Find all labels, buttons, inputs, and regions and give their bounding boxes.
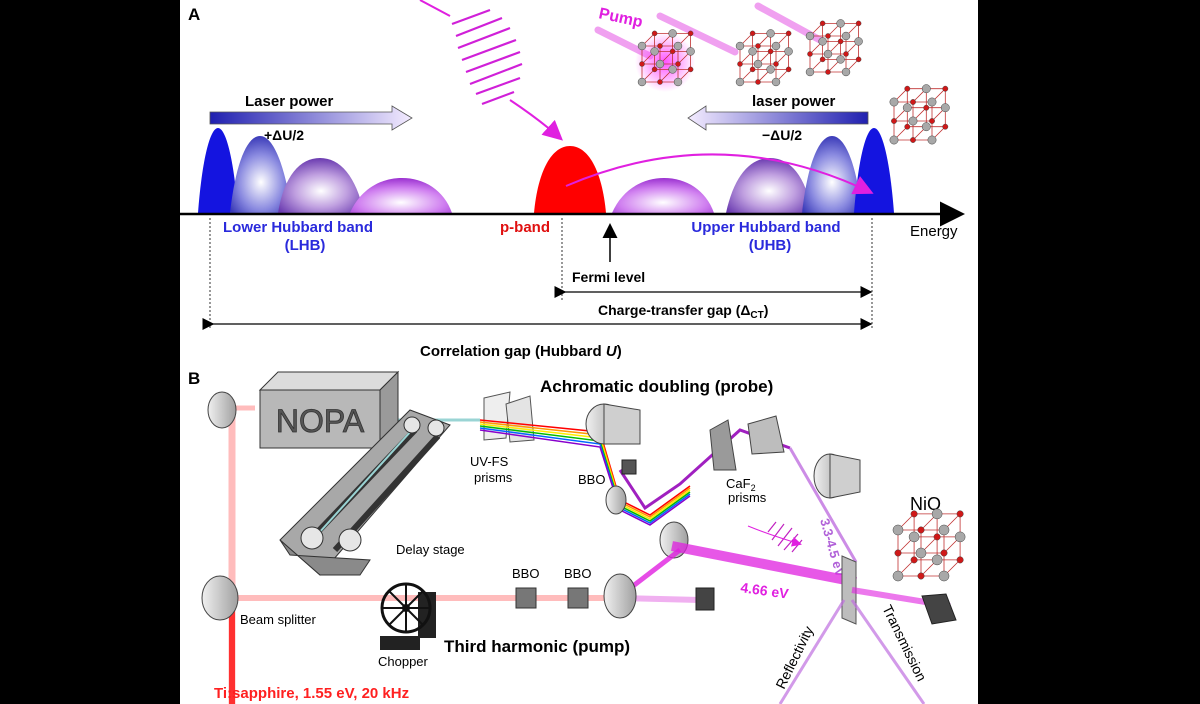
nio-crystal-icon	[735, 29, 793, 87]
chopper-label: Chopper	[378, 654, 429, 669]
pump-mirror	[603, 573, 637, 619]
laser-power-left-arrow	[209, 105, 413, 131]
beam-dump-pump	[695, 587, 715, 611]
probe-direction-arrow	[747, 525, 802, 547]
laser-power-left-label: Laser power	[245, 93, 334, 110]
nio-crystal-icon	[889, 84, 950, 145]
probe-title: Achromatic doubling (probe)	[540, 377, 773, 396]
chopper-icon	[380, 582, 436, 650]
pump-arrow	[509, 99, 563, 141]
lower-hubbard-band-lobes	[198, 128, 452, 213]
pump-label: Pump	[597, 5, 644, 31]
uv-fs-label-2: prisms	[474, 470, 513, 485]
nio-label: NiO	[910, 494, 941, 514]
delta-u-left: +ΔU/2	[264, 127, 304, 143]
fermi-level-label: Fermi level	[572, 269, 645, 285]
ct-gap-label: Charge-transfer gap (ΔCT)	[598, 302, 768, 321]
probe-beam	[788, 447, 858, 563]
bbo-crystal-1	[515, 587, 537, 609]
caf2-label: CaF2	[726, 476, 756, 493]
beam-dump	[921, 593, 957, 625]
mirror-input	[207, 391, 237, 429]
energy-axis-label: Energy	[910, 223, 958, 240]
reflected-beam	[778, 599, 846, 704]
bbo-2-label: BBO	[564, 566, 591, 581]
pump-beam-in	[419, 0, 451, 17]
nio-crystal-icon	[892, 508, 966, 582]
panel-b-letter: B	[188, 369, 200, 388]
bbo-1-label: BBO	[512, 566, 539, 581]
delay-stage-label: Delay stage	[396, 542, 465, 557]
probe-mirrors	[585, 403, 861, 559]
probe-wave-packet	[767, 521, 803, 553]
laser-source-label: Ti:sapphire, 1.55 eV, 20 kHz	[214, 685, 409, 702]
nopa-box: NOPA	[258, 370, 400, 450]
nio-sample	[841, 555, 857, 625]
caf2-prisms	[709, 415, 785, 471]
nio-crystal-icon	[805, 19, 863, 77]
upper-hubbard-band-lobes	[612, 128, 894, 213]
correlation-gap-label: Correlation gap (Hubbard U)	[420, 343, 622, 360]
pump-energy-label: 4.66 eV	[740, 579, 791, 602]
nopa-label: NOPA	[276, 403, 365, 439]
lhb-label-line2: (LHB)	[285, 237, 326, 254]
bbo-crystal-probe	[621, 459, 637, 475]
pump-wave-packet	[451, 8, 523, 106]
delay-stage	[279, 409, 451, 576]
laser-power-right-label: laser power	[752, 93, 836, 110]
uhb-label-line2: (UHB)	[749, 237, 792, 254]
delta-u-right: −ΔU/2	[762, 127, 802, 143]
pump-beam	[671, 541, 857, 587]
figure-svg: A Pump Laser power +ΔU/2 laser power −ΔU…	[180, 0, 966, 704]
nio-crystal-icon	[637, 29, 695, 87]
p-band-label: p-band	[500, 219, 550, 236]
pump-title: Third harmonic (pump)	[444, 637, 630, 656]
bbo-crystal-2	[567, 587, 589, 609]
beam-splitter-label: Beam splitter	[240, 612, 317, 627]
transmission-label: Transmission	[879, 602, 930, 683]
uhb-label-line1: Upper Hubbard band	[691, 219, 840, 236]
laser-power-right-arrow	[687, 105, 869, 131]
excitation-arrow	[565, 153, 874, 195]
uv-fs-label: UV-FS	[470, 454, 509, 469]
transmitted-beam	[850, 599, 926, 704]
caf2-label-2: prisms	[728, 490, 767, 505]
bbo-probe-label: BBO	[578, 472, 605, 487]
p-band-lobe	[534, 146, 606, 213]
figure-panel: A Pump Laser power +ΔU/2 laser power −ΔU…	[180, 0, 978, 704]
panel-a-letter: A	[188, 5, 200, 24]
beam-splitter-icon	[201, 575, 239, 621]
lhb-label-line1: Lower Hubbard band	[223, 219, 373, 236]
